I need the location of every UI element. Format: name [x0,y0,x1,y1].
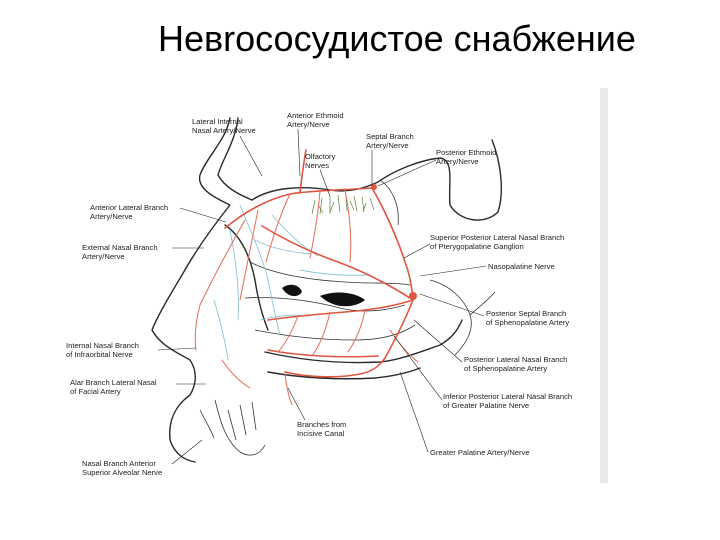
label-line: Alar Branch Lateral Nasal [70,378,157,387]
label-line: Superior Posterior Lateral Nasal Branch [430,233,564,242]
artery-network [194,149,419,406]
label-line: Superior Alveolar Nerve [82,468,162,477]
label-line: Posterior Septal Branch [486,309,566,318]
label-line: Internal Nasal Branch [66,341,139,350]
label-line: of Greater Palatine Nerve [443,401,529,410]
olfactory-fibers [311,194,375,215]
label-line: Anterior Lateral Branch [90,203,168,212]
label-line: Nasal Branch Anterior [82,459,156,468]
label-line: of Facial Artery [70,387,121,396]
label-line: Branches from [297,420,346,429]
label-line: Artery/Nerve [287,120,330,129]
label-line: Lateral Internal [192,117,243,126]
label-line: Anterior Ethmoid [287,111,344,120]
label-line: Nasopalatine Nerve [488,262,555,271]
label-line: Posterior Ethmoid [436,148,496,157]
label-line: Nerves [305,161,329,170]
label-line: Nasal Artery/Nerve [192,126,256,135]
label-line: of Sphenopalatine Artery [464,364,547,373]
label-line: Posterior Lateral Nasal Branch [464,355,567,364]
label-line: Olfactory [305,152,336,161]
anatomy-outline [151,117,503,463]
label-line: Artery/Nerve [90,212,133,221]
label-line: Incisive Canal [297,429,345,438]
label-line: Artery/Nerve [436,157,479,166]
label-line: External Nasal Branch [82,243,158,252]
label-line: Inferior Posterior Lateral Nasal Branch [443,392,572,401]
label-line: Artery/Nerve [366,141,409,150]
label-line: Artery/Nerve [82,252,125,261]
svg-text:Inferior Posterior Lateral Nas: Inferior Posterior Lateral Nasal Brancho… [443,392,572,410]
image-edge-strip [600,88,608,483]
label-line: of Pterygopalatine Ganglion [430,242,524,251]
label-line: of Sphenopalatine Artery [486,318,569,327]
label-greater-palatine: Greater Palatine Artery/Nerve [399,371,530,457]
slide-title: Невrососудистое снабжение [158,18,636,59]
svg-text:Greater Palatine Artery/Nerve: Greater Palatine Artery/Nerve [430,448,530,457]
svg-text:Nasopalatine Nerve: Nasopalatine Nerve [488,262,555,271]
label-line: of Infraorbital Nerve [66,350,133,359]
label-nasopalatine-nerve: Nasopalatine Nerve [419,262,555,277]
label-line: Septal Branch [366,132,414,141]
nerve-network [213,204,369,361]
label-line: Greater Palatine Artery/Nerve [430,448,530,457]
svg-text:Superior Posterior Lateral Nas: Superior Posterior Lateral Nasal Brancho… [430,233,564,251]
